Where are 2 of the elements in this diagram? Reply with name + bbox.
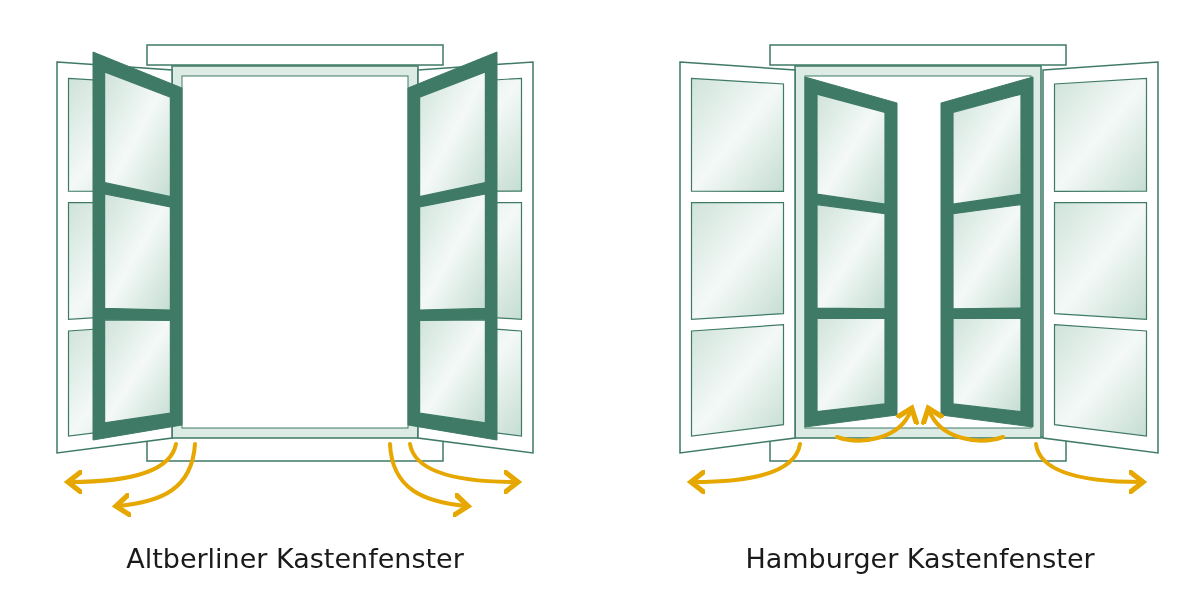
- caption: Hamburger Kastenfenster: [745, 543, 1095, 574]
- caption: Altberliner Kastenfenster: [126, 543, 464, 574]
